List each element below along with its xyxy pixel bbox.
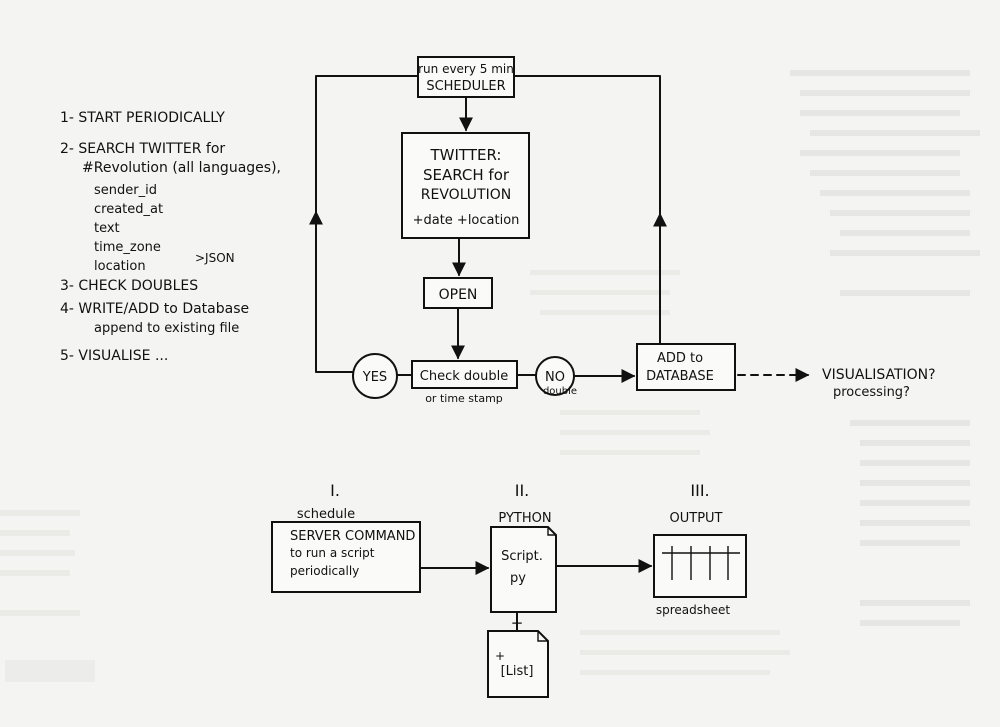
no-text: NO <box>545 370 565 385</box>
list-file-box <box>487 630 549 698</box>
step-2-hashtag: #Revolution (all languages), <box>82 160 281 176</box>
roman-3: III. <box>690 481 709 500</box>
twitter-text-4: +date +location <box>413 213 520 228</box>
field-location: location <box>94 259 146 274</box>
step-3: 3- CHECK DOUBLES <box>60 278 198 294</box>
yes-circle <box>352 353 398 399</box>
no-sub-text: double <box>543 386 577 397</box>
step-2: 2- SEARCH TWITTER for <box>60 141 225 157</box>
server-text-1: SERVER COMMAND <box>290 529 415 544</box>
twitter-text-1: TWITTER: <box>430 146 502 164</box>
add-text-1: ADD to <box>657 351 703 366</box>
field-created-at: created_at <box>94 202 163 217</box>
check-double-sub: or time stamp <box>425 392 503 405</box>
list-text: [List] <box>501 664 534 679</box>
pipeline: I. II. III. schedule SERVER COMMAND to r… <box>271 481 747 698</box>
step-1: 1- START PERIODICALLY <box>60 110 225 126</box>
top-flowchart: run every 5 min SCHEDULER TWITTER: SEARC… <box>309 56 936 405</box>
field-sender-id: sender_id <box>94 183 157 198</box>
server-text-2: to run a script <box>290 546 375 560</box>
loop-right-line <box>513 75 661 345</box>
list-plus: + <box>495 649 505 663</box>
add-text-2: DATABASE <box>646 369 714 384</box>
twitter-text-3: REVOLUTION <box>421 187 511 203</box>
script-text-1: Script. <box>501 549 543 564</box>
visualisation-text: VISUALISATION? <box>822 367 936 383</box>
scheduler-text-1: run every 5 min <box>418 62 514 76</box>
step-4-sub: append to existing file <box>94 321 239 336</box>
script-text-2: py <box>510 571 526 586</box>
json-note: >JSON <box>195 251 235 265</box>
server-text-3: periodically <box>290 564 359 578</box>
twitter-search-box <box>401 132 530 239</box>
server-command-box <box>271 521 421 593</box>
yes-text: YES <box>362 370 387 385</box>
script-file-box <box>490 526 557 613</box>
field-text: text <box>94 221 120 236</box>
open-box <box>423 277 493 309</box>
twitter-text-2: SEARCH for <box>423 166 510 184</box>
step-5: 5- VISUALISE ... <box>60 348 168 364</box>
list-file-fold <box>537 631 548 642</box>
check-double-box <box>411 360 518 389</box>
field-time-zone: time_zone <box>94 240 161 255</box>
background-bleed-text <box>0 70 980 682</box>
script-file-fold <box>547 527 556 536</box>
roman-2: II. <box>515 481 530 500</box>
add-database-box <box>636 343 736 391</box>
python-label: PYTHON <box>498 511 551 526</box>
step-4: 4- WRITE/ADD to Database <box>60 301 249 317</box>
scheduler-text-2: SCHEDULER <box>426 79 505 94</box>
spreadsheet-label: spreadsheet <box>656 603 731 617</box>
open-text: OPEN <box>439 287 478 303</box>
output-label: OUTPUT <box>670 511 723 526</box>
spreadsheet-box <box>653 534 747 598</box>
roman-1: I. <box>330 481 340 500</box>
processing-text: processing? <box>833 385 910 400</box>
check-double-text: Check double <box>420 369 508 384</box>
schedule-label: schedule <box>297 507 355 522</box>
steps-list: 1- START PERIODICALLY 2- SEARCH TWITTER … <box>60 110 281 364</box>
